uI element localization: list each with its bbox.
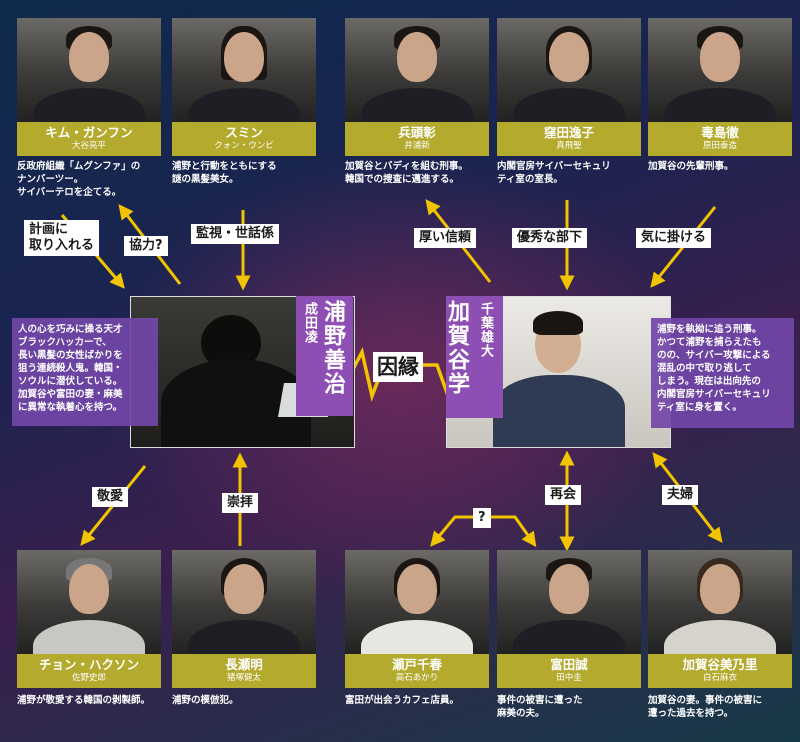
suit-shape — [493, 375, 625, 447]
character-name: 長瀬明 — [225, 657, 263, 672]
character-desc: 内閣官房サイバーセキュリ ティ室の室長。 — [497, 161, 611, 185]
actor-name: 猪塚健太 — [226, 673, 261, 683]
character-card-hyodo: 兵頭彰 井浦新 — [345, 18, 489, 156]
relation-label-worship: 崇拝 — [222, 493, 259, 513]
character-card-seto: 瀬戸千春 高石あかり — [345, 550, 489, 688]
lead-desc-kagaya: 浦野を執拗に追う刑事。 かつて浦野を捕らえたも のの、サイバー攻撃による 混乱の… — [651, 318, 794, 428]
character-card-kim: キム・ガンフン 大谷亮平 — [17, 18, 161, 156]
relation-label-couple: 夫婦 — [662, 485, 699, 505]
character-photo — [648, 550, 792, 654]
lead-actor-name: 千葉雄大 — [478, 302, 493, 358]
actor-name: 白石麻衣 — [702, 673, 737, 683]
relation-label-cooperate: 協力? — [124, 236, 168, 256]
relation-label-unknown: ? — [473, 508, 491, 528]
character-desc: 加賀谷とバディを組む刑事。 韓国での捜査に邁進する。 — [345, 161, 468, 185]
relation-label-reunion: 再会 — [545, 485, 582, 505]
character-name: チョン・ハクソン — [38, 657, 139, 672]
lead-character-name: 浦野善治 — [320, 300, 346, 396]
nameplate: 瀬戸千春 高石あかり — [345, 654, 489, 688]
character-photo — [17, 18, 161, 122]
nameplate: 毒島徹 原田泰造 — [648, 122, 792, 156]
lead-actor-name: 成田凌 — [302, 302, 317, 344]
lead-desc-urano: 人の心を巧みに操る天才 ブラックハッカーで、 長い黒髪の女性ばかりを 狙う連続殺… — [12, 318, 158, 426]
character-photo — [648, 18, 792, 122]
character-photo — [172, 18, 316, 122]
character-card-sumin: スミン クォン・ウンビ — [172, 18, 316, 156]
nameplate: キム・ガンフン 大谷亮平 — [17, 122, 161, 156]
character-desc: 加賀谷の先輩刑事。 — [648, 161, 734, 172]
actor-name: 井浦新 — [404, 141, 430, 151]
relation-label-subordinate: 優秀な部下 — [512, 228, 588, 248]
actor-name: 真飛聖 — [556, 141, 582, 151]
lead-name-urano: 浦野善治 成田凌 — [296, 296, 353, 416]
character-desc: 事件の被害に遭った 麻美の夫。 — [497, 695, 583, 719]
nameplate: 窪田逸子 真飛聖 — [497, 122, 641, 156]
character-desc: 富田が出会うカフェ店員。 — [345, 695, 460, 706]
character-name: 加賀谷美乃里 — [682, 657, 758, 672]
nameplate: スミン クォン・ウンビ — [172, 122, 316, 156]
character-name: 兵頭彰 — [398, 125, 436, 140]
hair-shape — [533, 311, 583, 335]
nameplate: 加賀谷美乃里 白石麻衣 — [648, 654, 792, 688]
relation-label-respect: 敬愛 — [92, 487, 129, 507]
character-desc: 浦野と行動をともにする 謎の黒髪美女。 — [172, 161, 277, 185]
character-card-tomita: 富田誠 田中圭 — [497, 550, 641, 688]
character-card-kubota: 窪田逸子 真飛聖 — [497, 18, 641, 156]
character-desc: 浦野の模倣犯。 — [172, 695, 239, 706]
character-name: スミン — [225, 125, 263, 140]
character-name: キム・ガンフン — [45, 125, 133, 140]
character-card-busujima: 毒島徹 原田泰造 — [648, 18, 792, 156]
relation-label-surveil: 監視・世話係 — [191, 224, 280, 244]
actor-name: 田中圭 — [556, 673, 582, 683]
character-desc: 加賀谷の妻。事件の被害に 遭った過去を持つ。 — [648, 695, 763, 719]
fate-label: 因縁 — [373, 352, 423, 382]
character-name: 毒島徹 — [701, 125, 739, 140]
nameplate: チョン・ハクソン 佐野史郎 — [17, 654, 161, 688]
actor-name: 高石あかり — [395, 673, 439, 683]
character-name: 瀬戸千春 — [391, 657, 442, 672]
actor-name: 佐野史郎 — [71, 673, 106, 683]
nameplate: 長瀬明 猪塚健太 — [172, 654, 316, 688]
nameplate: 兵頭彰 井浦新 — [345, 122, 489, 156]
relation-label-trust: 厚い信頼 — [414, 228, 477, 248]
relation-label-concern: 気に掛ける — [636, 228, 712, 248]
character-card-minori: 加賀谷美乃里 白石麻衣 — [648, 550, 792, 688]
character-photo — [497, 550, 641, 654]
character-name: 富田誠 — [550, 657, 588, 672]
actor-name: 原田泰造 — [702, 141, 737, 151]
character-photo — [345, 18, 489, 122]
character-card-nagase: 長瀬明 猪塚健太 — [172, 550, 316, 688]
lead-name-kagaya: 加賀谷学 千葉雄大 — [444, 296, 503, 418]
actor-name: 大谷亮平 — [71, 141, 106, 151]
lead-character-name: 加賀谷学 — [444, 300, 470, 396]
actor-name: クォン・ウンビ — [214, 141, 274, 151]
character-desc: 浦野が敬愛する韓国の剥製師。 — [17, 695, 151, 706]
character-name: 窪田逸子 — [543, 125, 594, 140]
character-photo — [345, 550, 489, 654]
lead-photo-urano — [130, 296, 355, 448]
character-desc: 反政府組織「ムグンファ」の ナンバーツー。 サイバーテロを企てる。 — [17, 161, 141, 198]
nameplate: 富田誠 田中圭 — [497, 654, 641, 688]
character-card-jeong: チョン・ハクソン 佐野史郎 — [17, 550, 161, 688]
character-photo — [497, 18, 641, 122]
character-photo — [17, 550, 161, 654]
character-photo — [172, 550, 316, 654]
relation-label-plan: 計画に 取り入れる — [24, 220, 100, 256]
